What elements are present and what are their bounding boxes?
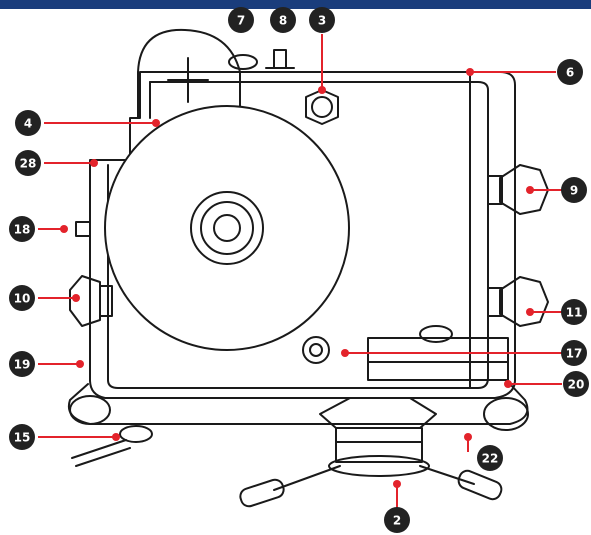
- callout-badge-7: 7: [228, 7, 254, 33]
- round-port: [302, 336, 330, 364]
- knob-9-collar: [487, 175, 503, 205]
- handle-15-shaft: [71, 439, 127, 459]
- knob-11: [499, 276, 549, 327]
- callout-label-10: 10: [14, 292, 31, 306]
- callout-label-3: 3: [318, 14, 326, 28]
- lever-left: [273, 465, 341, 491]
- foot-right: [483, 397, 529, 431]
- round-port-inner: [309, 343, 323, 357]
- handle-15-boss: [119, 425, 153, 443]
- callout-badge-3: 3: [309, 7, 335, 33]
- callout-badge-11: 11: [561, 299, 587, 325]
- callout-badge-19: 19: [9, 351, 35, 377]
- callout-badge-17: 17: [561, 340, 587, 366]
- callout-badge-18: 18: [9, 216, 35, 242]
- lever-right-grip: [457, 469, 503, 501]
- top-fitting-8: [273, 49, 287, 69]
- hex-port-hole: [311, 96, 333, 118]
- callout-badge-28: 28: [15, 150, 41, 176]
- callout-label-4: 4: [24, 117, 32, 131]
- callout-badge-15: 15: [9, 424, 35, 450]
- tray-fitting: [419, 325, 453, 343]
- knob-9: [499, 164, 549, 215]
- callout-label-20: 20: [568, 378, 585, 392]
- callout-label-7: 7: [237, 14, 245, 28]
- callout-lines: [38, 34, 562, 508]
- callout-badge-4: 4: [15, 110, 41, 136]
- lever-right: [419, 465, 475, 485]
- callout-label-11: 11: [566, 306, 583, 320]
- callout-badge-20: 20: [563, 371, 589, 397]
- hex-port: [305, 89, 339, 125]
- knob-10-collar: [99, 285, 113, 317]
- callout-badge-9: 9: [561, 177, 587, 203]
- callout-badge-2: 2: [384, 507, 410, 533]
- lever-left-grip: [239, 478, 285, 508]
- header-bar: [0, 0, 591, 9]
- hub-body: [335, 427, 423, 463]
- hub-base: [328, 455, 430, 477]
- callout-badge-10: 10: [9, 285, 35, 311]
- disc-ring-outer: [190, 191, 264, 265]
- callout-dots: [60, 68, 534, 488]
- callout-badge-8: 8: [270, 7, 296, 33]
- callout-label-22: 22: [482, 452, 499, 466]
- base-frame: [68, 383, 529, 425]
- main-disc: [104, 105, 350, 351]
- callout-label-28: 28: [20, 157, 37, 171]
- callout-label-8: 8: [279, 14, 287, 28]
- tray-17: [367, 337, 509, 381]
- valve-18: [75, 221, 91, 237]
- handle-15-shaft: [75, 447, 131, 467]
- callout-label-17: 17: [566, 347, 583, 361]
- callout-label-19: 19: [14, 358, 31, 372]
- callout-label-9: 9: [570, 184, 578, 198]
- callout-badge-6: 6: [557, 59, 583, 85]
- knob-11-collar: [487, 287, 503, 317]
- housing-inner: [107, 81, 489, 389]
- callout-label-18: 18: [14, 223, 31, 237]
- knob-10: [69, 275, 101, 327]
- disc-ring-inner: [213, 214, 241, 242]
- foot-left: [69, 395, 111, 425]
- callout-badge-22: 22: [477, 445, 503, 471]
- callout-label-15: 15: [14, 431, 31, 445]
- callout-label-2: 2: [393, 514, 401, 528]
- top-fitting-7: [228, 54, 258, 70]
- disc-ring-mid: [200, 201, 254, 255]
- callout-label-6: 6: [566, 66, 574, 80]
